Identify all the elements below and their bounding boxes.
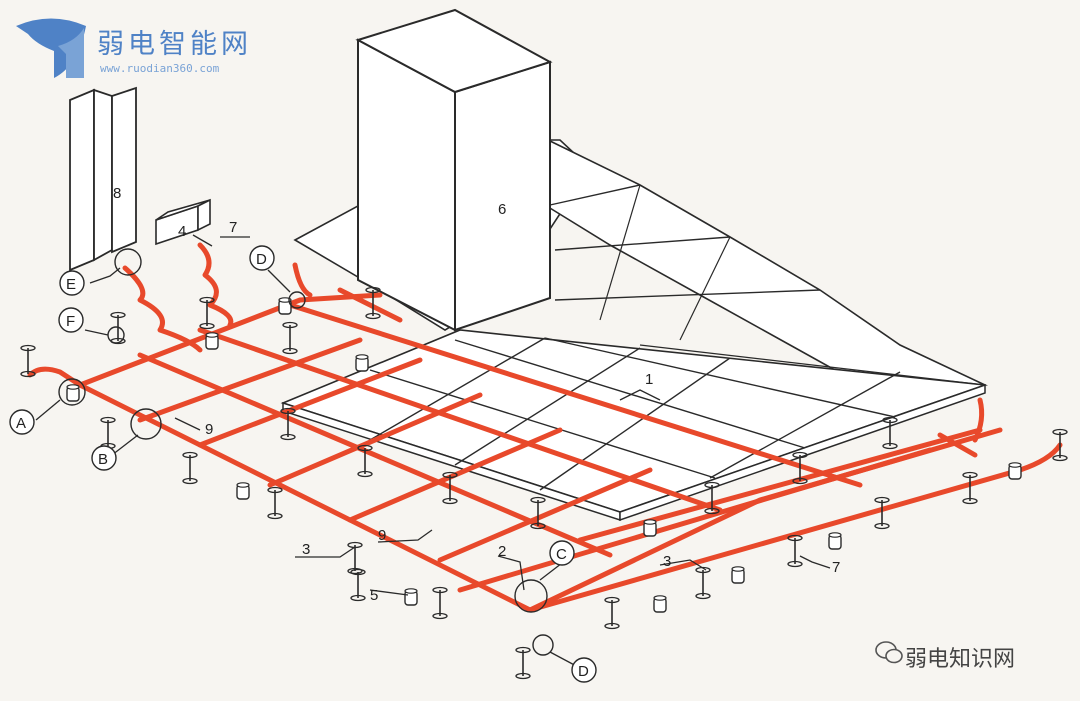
watermark-text: 弱电知识网: [905, 647, 1016, 672]
label-circle-b: [91, 445, 117, 471]
callout-circle-b: [130, 408, 162, 440]
label-9-mid: 9: [378, 527, 386, 544]
label-circle-d2: [571, 657, 597, 683]
label-4: 4: [178, 223, 186, 240]
label-circle-a: [9, 409, 35, 435]
label-2: 2: [498, 543, 506, 560]
label-9-left: 9: [205, 421, 213, 438]
label-3-left: 3: [302, 541, 310, 558]
label-5: 5: [370, 587, 378, 604]
equipment-cabinet-6: [355, 8, 553, 332]
label-c: C: [556, 546, 567, 563]
label-circle-e: [59, 270, 85, 296]
label-6: 6: [498, 201, 506, 218]
callout-circle-d1: [288, 291, 306, 309]
logo-icon: [16, 18, 86, 78]
callout-circle-f: [107, 326, 125, 344]
label-a: A: [16, 415, 26, 432]
junction-box-4: [155, 198, 211, 246]
label-3-right: 3: [663, 553, 671, 570]
callout-circle-a: [58, 378, 86, 406]
label-d-top: D: [256, 251, 267, 268]
label-circle-d1: [249, 245, 275, 271]
label-b: B: [98, 451, 108, 468]
label-circle-c: [549, 540, 575, 566]
label-7-top: 7: [229, 219, 237, 236]
label-d-bottom: D: [578, 663, 589, 680]
label-7-bottom: 7: [832, 559, 840, 576]
callout-circle-d2: [532, 634, 554, 656]
label-f: F: [66, 313, 75, 330]
logo-url: www.ruodian360.com: [100, 62, 220, 75]
label-1: 1: [645, 371, 653, 388]
callout-circle-c: [514, 579, 548, 613]
label-circle-f: [58, 307, 84, 333]
logo-title: 弱电智能网: [97, 29, 252, 60]
column-8: [69, 86, 137, 272]
label-8: 8: [113, 185, 121, 202]
callout-circle-e: [114, 248, 142, 276]
label-e: E: [66, 276, 76, 293]
wechat-icon: [875, 641, 903, 664]
